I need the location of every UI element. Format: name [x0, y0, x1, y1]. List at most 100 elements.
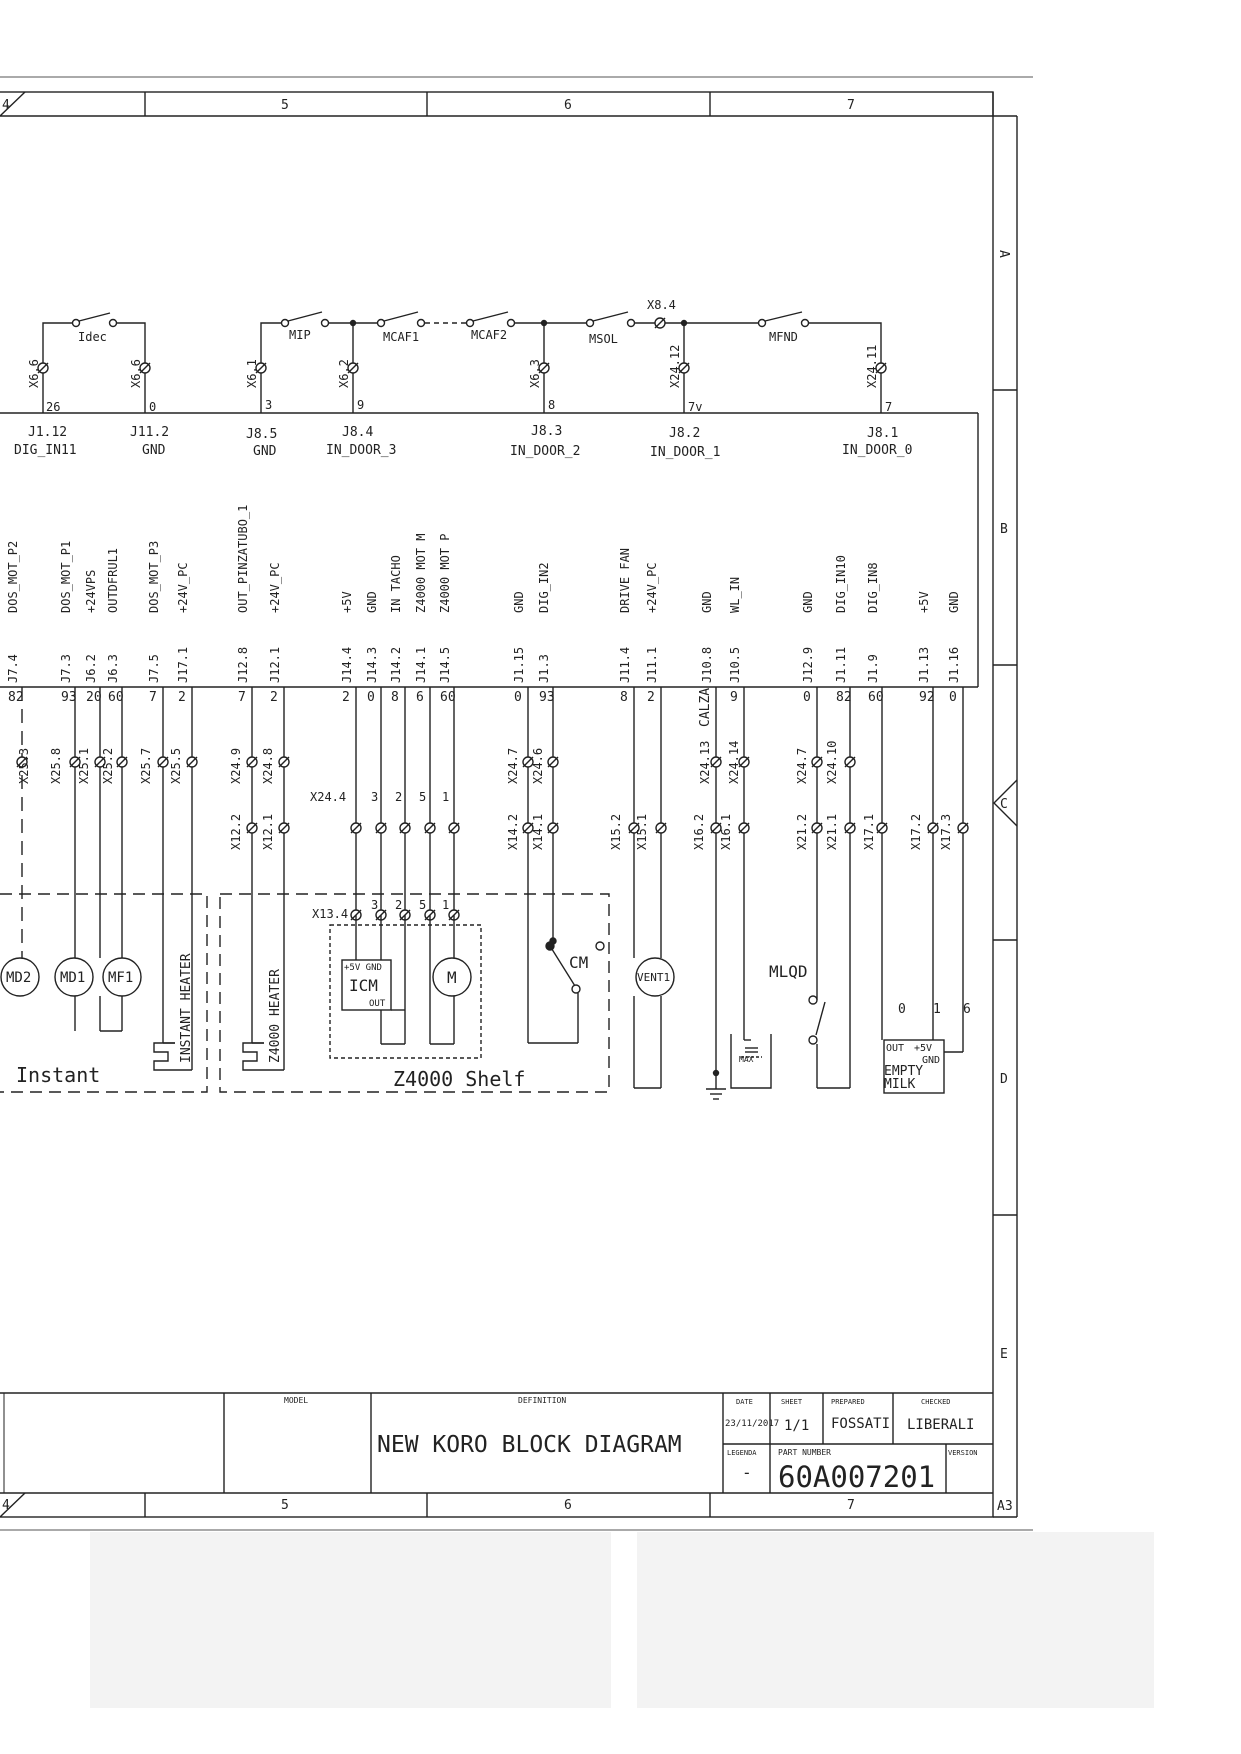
door-switch-row	[37, 311, 887, 398]
tb-legend: -	[742, 1463, 752, 1482]
signal-name: +5V	[917, 591, 931, 613]
corner-label-bottom: 4	[2, 1498, 10, 1513]
wire-7: 7	[885, 400, 892, 414]
connector-label-mid: X25.8	[49, 748, 63, 784]
connector-label-mid: X24.10	[825, 741, 839, 784]
signal-name: OUT_PINZATUBO_1	[236, 505, 250, 613]
connector-label-low: X14.1	[531, 814, 545, 850]
heater-z4000-icon	[242, 1042, 264, 1071]
signal-pin: J14.4	[340, 647, 354, 683]
x13-pin-number: 2	[395, 898, 402, 912]
signal-wire-number: 82	[8, 690, 24, 705]
z4000-group-box	[219, 893, 610, 1093]
mlqd-switch-icon	[808, 995, 818, 1005]
signal-wire-number: CALZA	[698, 688, 713, 727]
signal-name: WL_IN	[728, 577, 742, 613]
wire-3: 3	[265, 398, 272, 412]
group-label-instant: Instant	[16, 1063, 100, 1087]
wire-26: 26	[46, 400, 60, 414]
signal-pin: J1.9	[866, 654, 880, 683]
tb-prepared-label: PREPARED	[831, 1398, 865, 1406]
row-label-e: E	[1000, 1347, 1008, 1362]
header-name-in-door-2: IN_DOOR_2	[510, 444, 580, 459]
signal-pin: J1.15	[512, 647, 526, 683]
signal-wire-number: 2	[647, 690, 655, 705]
connector-label-low: X17.1	[862, 814, 876, 850]
wire-0: 0	[149, 400, 156, 414]
title-block	[0, 1392, 993, 1493]
connector-label-low: X21.1	[825, 814, 839, 850]
tb-checked: LIBERALI	[907, 1417, 974, 1433]
tb-date: 23/11/2017	[725, 1419, 779, 1429]
label-em-wire-6: 6	[963, 1002, 971, 1017]
row-label-d: D	[1000, 1072, 1008, 1087]
signal-pin: J14.5	[438, 647, 452, 683]
signal-wire-number: 9	[730, 690, 738, 705]
motor-md1-icon	[54, 957, 94, 997]
fan-vent1-icon	[635, 957, 675, 997]
signal-name: GND	[801, 591, 815, 613]
wire-7v: 7v	[688, 400, 702, 414]
column-label-top-5: 5	[281, 98, 289, 113]
label-z4000-heater: Z4000 HEATER	[268, 969, 283, 1063]
header-pin-j8-3: J8.3	[531, 424, 562, 439]
signal-wire-number: 82	[836, 690, 852, 705]
header-pin-j8-2: J8.2	[669, 426, 700, 441]
signal-name: IN TACHO	[389, 555, 403, 613]
header-name-in-door-0: IN_DOOR_0	[842, 443, 912, 458]
label-mlqd: MLQD	[769, 962, 808, 981]
x13-pin-number: 3	[371, 898, 378, 912]
column-label-top-6: 6	[564, 98, 572, 113]
ground-icon	[706, 1069, 726, 1100]
label-empty-milk-2: MILK	[884, 1077, 915, 1092]
label-max: MAX	[739, 1055, 754, 1064]
signal-name: DIG_IN2	[537, 562, 551, 613]
row-label-a: A	[996, 250, 1011, 258]
x24-pin-number: 1	[442, 790, 449, 804]
connector-label-mid: X24.7	[795, 748, 809, 784]
wire-9: 9	[357, 398, 364, 412]
signal-wire-number: 0	[803, 690, 811, 705]
label-icm-pins: +5V GND	[344, 963, 382, 973]
label-icm: ICM	[349, 976, 378, 995]
x24-pin-number: 5	[419, 790, 426, 804]
connector-label-x8-4: X8.4	[647, 298, 676, 312]
switch-label-mip: MIP	[289, 328, 311, 342]
terminal-markers	[37, 317, 887, 374]
empty-milk-sensor-icon	[883, 1039, 945, 1094]
signal-name: GND	[700, 591, 714, 613]
signal-pin: J10.8	[700, 647, 714, 683]
connector-label-mid: X24.7	[506, 748, 520, 784]
label-em-5v: +5V	[914, 1043, 932, 1054]
connector-label-mid: X25.5	[169, 748, 183, 784]
connector-label-mid: X25.2	[101, 748, 115, 784]
tb-model-label: MODEL	[284, 1396, 308, 1405]
header-pin-j11-2: J11.2	[130, 425, 169, 440]
signal-wire-number: 8	[391, 690, 399, 705]
sheet-size-label: A3	[997, 1499, 1013, 1514]
signal-wire-number: 92	[919, 690, 935, 705]
signal-pin: J14.3	[365, 647, 379, 683]
signal-name: +5V	[340, 591, 354, 613]
signal-pin: J1.13	[917, 647, 931, 683]
signal-wire-number: 2	[270, 690, 278, 705]
signal-pin: J12.9	[801, 647, 815, 683]
component-labels: MD2 MD1 MF1 M VENT1 ICM +5V GND OUT INST…	[6, 907, 971, 1092]
row-label-c: C	[1000, 797, 1008, 812]
signal-wire-number: 93	[61, 690, 77, 705]
board-signal-columns: DOS_MOT_P2J7.482DOS_MOT_P1J7.393+24VPSJ6…	[6, 505, 961, 727]
tb-part-label: PART NUMBER	[778, 1448, 831, 1457]
connector-label-mid: X25.3	[17, 748, 31, 784]
column-label-bottom-5: 5	[281, 1498, 289, 1513]
label-icm-out: OUT	[369, 999, 386, 1009]
x24-pin-number: 3	[371, 790, 378, 804]
connector-label-low: X15.2	[609, 814, 623, 850]
connector-label-x24-12: X24.12	[668, 345, 682, 388]
title-block-text: MODEL DEFINITION NEW KORO BLOCK DIAGRAM …	[284, 1396, 978, 1494]
header-name-dig-in11: DIG_IN11	[14, 443, 77, 458]
label-md1: MD1	[60, 970, 85, 986]
signal-name: GND	[512, 591, 526, 613]
instant-group-box	[0, 893, 208, 1093]
signal-pin: J12.8	[236, 647, 250, 683]
motor-mf1-icon	[102, 957, 142, 997]
